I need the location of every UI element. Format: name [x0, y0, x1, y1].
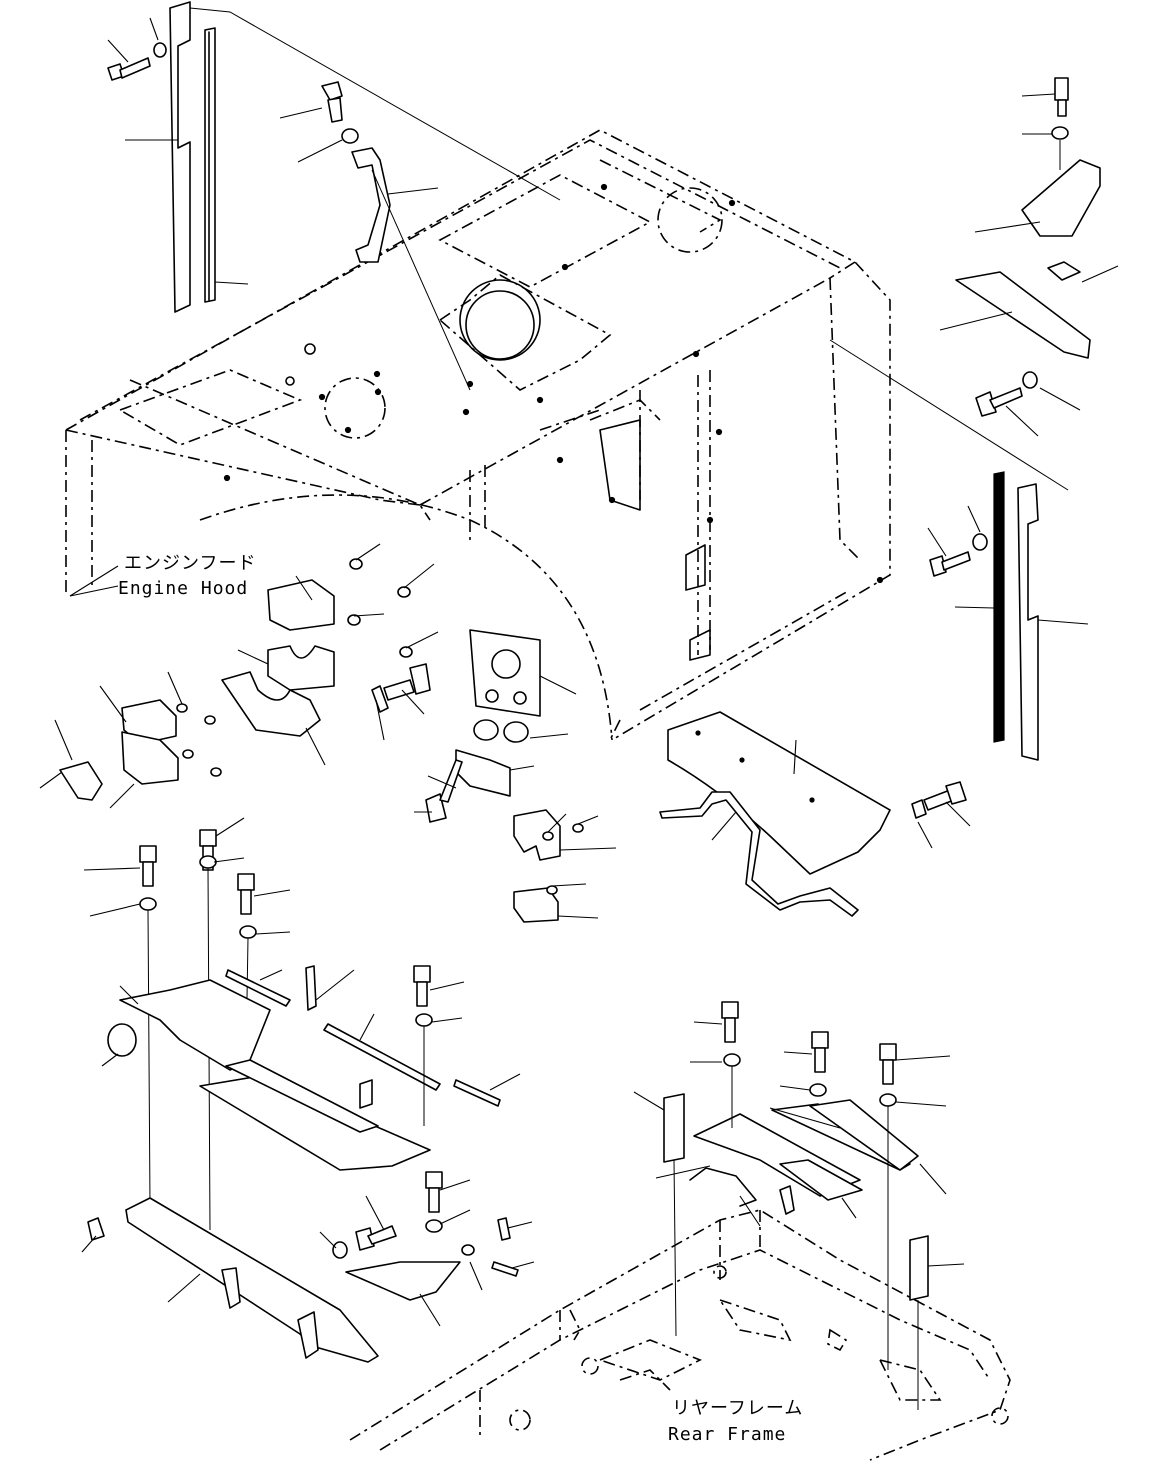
middle-small-washers — [167, 543, 599, 895]
top-right-latch-assembly — [829, 77, 1119, 491]
lower-left-frame-rail — [81, 1171, 535, 1363]
rear-frame-label-en: Rear Frame — [668, 1424, 786, 1445]
rear-frame — [349, 1209, 1011, 1461]
engine-hood-label-jp: エンジンフード — [124, 553, 256, 574]
engine-hood-label-en: Engine Hood — [118, 578, 248, 599]
engine-hood-label: エンジンフード Engine Hood — [69, 553, 256, 599]
lower-left-cover-plates — [101, 965, 521, 1171]
engine-hood-cut-line — [199, 494, 613, 741]
right-side-seal-strips — [927, 471, 1089, 761]
engine-hood — [65, 129, 891, 741]
middle-bolts — [371, 663, 463, 823]
middle-right-cover — [659, 711, 971, 917]
top-left-seal-strips — [125, 1, 561, 313]
top-left-bolt — [107, 17, 167, 81]
lower-right-brackets — [633, 1001, 965, 1410]
middle-rubber-blocks — [39, 575, 617, 923]
rear-frame-label: リヤーフレーム Rear Frame — [668, 1398, 803, 1445]
rear-frame-label-jp: リヤーフレーム — [672, 1398, 803, 1419]
top-stay-bracket — [279, 81, 471, 391]
